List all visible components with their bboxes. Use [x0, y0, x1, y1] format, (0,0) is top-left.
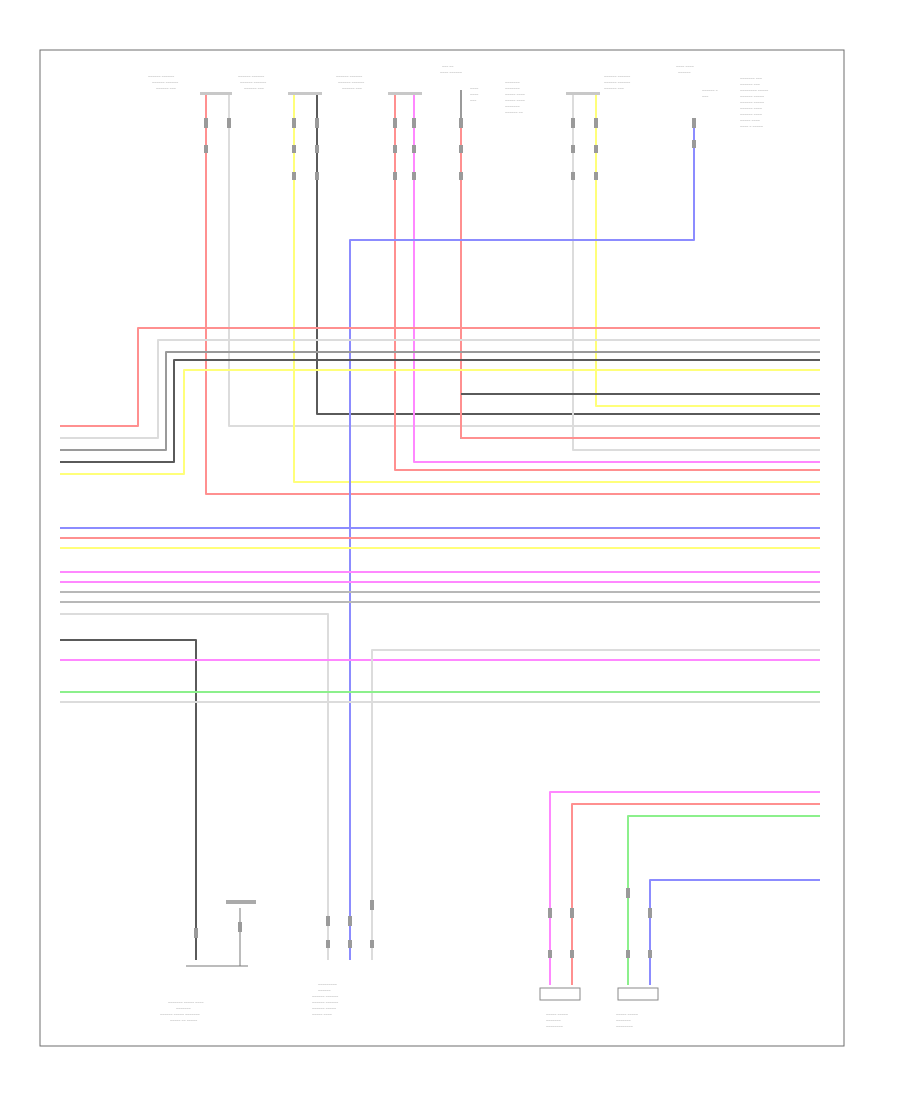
bus-white-1: [60, 339, 820, 439]
wire-c6-blue: [349, 118, 695, 960]
bus-red-top: [60, 327, 820, 427]
svg-text:~~~~~~ ~~~~~~: ~~~~~~ ~~~~~~: [338, 81, 364, 85]
svg-text:~~~~~~~~: ~~~~~~~~: [616, 1025, 633, 1029]
svg-text:~~~~~~ ~~: ~~~~~~ ~~: [505, 111, 523, 115]
wire-c3-pink: [413, 95, 820, 463]
connector-top-6: ~~~~ ~~~~ ~~~~~~ ~~~~~~ ~ ~~~ ~~~~~~~ ~~…: [676, 65, 768, 129]
lower-right-wires: [549, 791, 820, 985]
svg-text:~~~~~~ ~~~~~~: ~~~~~~ ~~~~~~: [148, 75, 174, 79]
wire-c5-yellow: [595, 95, 820, 407]
wire-c3-red: [394, 95, 820, 471]
svg-text:~~~~~~ ~~~~~~: ~~~~~~ ~~~~~~: [152, 81, 178, 85]
wire-br-green: [627, 815, 820, 985]
svg-text:~~~~~~~~ ~~~~~: ~~~~~~~~ ~~~~~: [740, 89, 768, 93]
svg-text:~~~~ ~~~~~~: ~~~~ ~~~~~~: [440, 71, 462, 75]
connector-top-1: ~~~~~~ ~~~~~~ ~~~~~~ ~~~~~~ ~~~~~~ ~~~: [148, 75, 232, 95]
middle-bus: [60, 527, 820, 960]
bus-black-3: [60, 639, 197, 960]
wire-c1-red: [205, 95, 820, 495]
wire-c2-black: [316, 95, 820, 415]
svg-text:~~~~~~ ~~~~~~: ~~~~~~ ~~~~~~: [336, 75, 362, 79]
svg-text:~~~~~~ ~~~~~: ~~~~~~ ~~~~~: [312, 1007, 336, 1011]
svg-text:~~~~~~ ~~~: ~~~~~~ ~~~: [604, 87, 624, 91]
connector-top-5: ~~~~~~ ~~~~~~ ~~~~~~ ~~~~~~ ~~~~~~ ~~~: [566, 75, 630, 95]
svg-text:~~~~~~~: ~~~~~~~: [616, 1019, 631, 1023]
svg-text:~~~~~~~: ~~~~~~~: [505, 105, 520, 109]
bottom-components: ~~~~~~~ ~~~~~ ~~~~ ~~~~~~~ ~~~~~~ ~~~~~ …: [160, 900, 659, 1029]
svg-text:~~~~~~ ~~~~~: ~~~~~~ ~~~~~: [740, 95, 764, 99]
svg-text:~~~~~~ ~~~~~~: ~~~~~~ ~~~~~~: [240, 81, 266, 85]
bus-black-1: [60, 359, 820, 463]
diagram-frame: [39, 49, 845, 1047]
bus-gray-1: [60, 351, 820, 451]
svg-text:~~~~~ ~~~~~: ~~~~~ ~~~~~: [616, 1013, 638, 1017]
svg-text:~~~~~ ~~~~~: ~~~~~ ~~~~~: [546, 1013, 568, 1017]
wire-c5-white: [572, 95, 820, 451]
svg-text:~~~~ ~~~~: ~~~~ ~~~~: [676, 65, 694, 69]
bus-white-2: [60, 613, 329, 960]
svg-text:~~~~~ ~~~~: ~~~~~ ~~~~: [505, 99, 525, 103]
svg-text:~~~~~~~~: ~~~~~~~~: [546, 1025, 563, 1029]
svg-text:~~~~~~ ~~~: ~~~~~~ ~~~: [156, 87, 176, 91]
svg-text:~~~~: ~~~~: [470, 87, 478, 91]
svg-text:~~~: ~~~: [470, 99, 476, 103]
svg-text:~~~ ~~: ~~~ ~~: [442, 65, 454, 69]
svg-text:~~~~~~ ~~~~~~: ~~~~~~ ~~~~~~: [312, 995, 338, 999]
svg-text:~~~~~~ ~~~~: ~~~~~~ ~~~~: [740, 107, 762, 111]
upper-bus: [60, 327, 820, 475]
svg-text:~~~~~~~ ~~~: ~~~~~~~ ~~~: [740, 77, 762, 81]
svg-text:~~~~~ ~~~~: ~~~~~ ~~~~: [312, 1013, 332, 1017]
wire-br-red: [571, 803, 820, 985]
svg-text:~~~~~~ ~~~~~~: ~~~~~~ ~~~~~~: [604, 75, 630, 79]
svg-text:~~~~~~ ~~~~~~: ~~~~~~ ~~~~~~: [604, 81, 630, 85]
connector-ticks: [194, 118, 696, 958]
connector-top-4: ~~~ ~~ ~~~~ ~~~~~~ ~~~~ ~~~~ ~~~ ~~~~~~~…: [440, 65, 525, 115]
svg-text:~~~~~ ~~ ~~~~~: ~~~~~ ~~ ~~~~~: [170, 1019, 197, 1023]
svg-text:~~~~~~~~~: ~~~~~~~~~: [318, 983, 337, 987]
svg-text:~~~~~~ ~~~~~~: ~~~~~~ ~~~~~~: [238, 75, 264, 79]
wire-c1-white: [228, 95, 820, 427]
bus-yellow-1: [60, 369, 820, 475]
svg-text:~~~~~~~: ~~~~~~~: [505, 81, 520, 85]
svg-text:~~~~~~~: ~~~~~~~: [176, 1007, 191, 1011]
svg-text:~~~~~~~: ~~~~~~~: [546, 1019, 561, 1023]
svg-text:~~~~~~ ~~~~: ~~~~~~ ~~~~: [740, 113, 762, 117]
svg-text:~~~~~~ ~~~~~ ~~~~~~~: ~~~~~~ ~~~~~ ~~~~~~~: [160, 1013, 200, 1017]
svg-text:~~~~: ~~~~: [470, 93, 478, 97]
wire-br-pink: [549, 791, 820, 985]
svg-text:~~~: ~~~: [702, 95, 708, 99]
svg-text:~~~~~~~ ~~~~~ ~~~~: ~~~~~~~ ~~~~~ ~~~~: [168, 1001, 204, 1005]
svg-text:~~~~~~ ~~~~~: ~~~~~~ ~~~~~: [740, 101, 764, 105]
svg-text:~~~~~~: ~~~~~~: [318, 989, 331, 993]
wire-br-blue: [649, 879, 820, 985]
svg-text:~~~~ ~ ~~~~~: ~~~~ ~ ~~~~~: [740, 125, 763, 129]
connector-top-3: ~~~~~~ ~~~~~~ ~~~~~~ ~~~~~~ ~~~~~~ ~~~: [336, 75, 422, 95]
wire-c2-yellow: [293, 95, 820, 483]
svg-text:~~~~~ ~~~~: ~~~~~ ~~~~: [505, 93, 525, 97]
svg-text:~~~~~~ ~~~: ~~~~~~ ~~~: [342, 87, 362, 91]
bus-white-3: [371, 649, 820, 960]
svg-text:~~~~~~ ~~~: ~~~~~~ ~~~: [244, 87, 264, 91]
svg-text:~~~~~~~: ~~~~~~~: [505, 87, 520, 91]
svg-text:~~~~~~ ~~~~~~: ~~~~~~ ~~~~~~: [312, 1001, 338, 1005]
ground-symbol: [186, 900, 256, 967]
svg-text:~~~~~~ ~: ~~~~~~ ~: [702, 89, 718, 93]
svg-text:~~~~~ ~~~~: ~~~~~ ~~~~: [740, 119, 760, 123]
top-connectors: ~~~~~~ ~~~~~~ ~~~~~~ ~~~~~~ ~~~~~~ ~~~ ~…: [148, 65, 768, 129]
connector-top-2: ~~~~~~ ~~~~~~ ~~~~~~ ~~~~~~ ~~~~~~ ~~~: [238, 75, 322, 95]
svg-text:~~~~~~ ~~~: ~~~~~~ ~~~: [740, 83, 760, 87]
wire-c4-gray: [460, 90, 820, 439]
top-vertical-wires: [205, 90, 820, 960]
svg-text:~~~~~~: ~~~~~~: [678, 71, 691, 75]
